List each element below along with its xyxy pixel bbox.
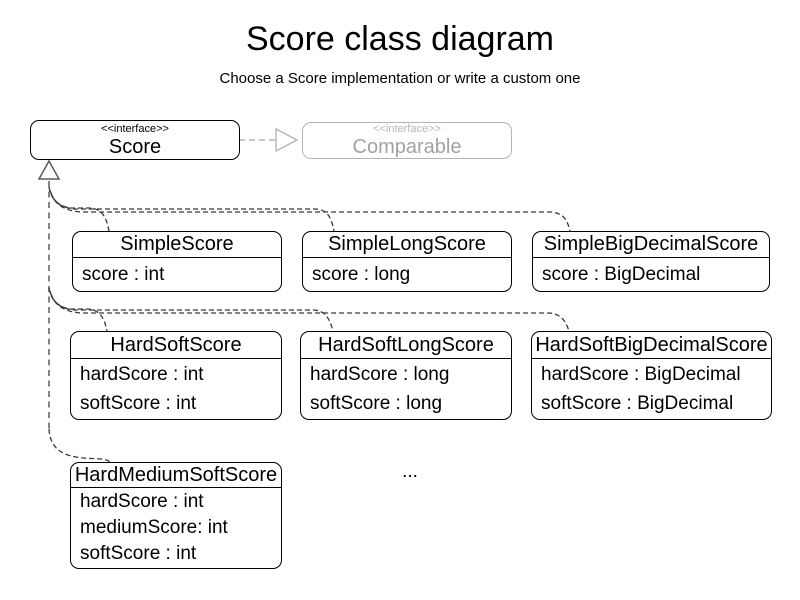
class-box-simplebigdecimalscore: SimpleBigDecimalScore score : BigDecimal	[532, 231, 770, 292]
more-implementations-ellipsis: ...	[402, 461, 418, 482]
class-attributes: hardScore : int mediumScore: int softSco…	[71, 488, 281, 567]
class-title: SimpleScore	[73, 232, 281, 258]
class-attribute: hardScore : long	[310, 364, 450, 385]
class-title: HardMediumSoftScore	[71, 463, 281, 488]
class-attribute: softScore : int	[80, 543, 197, 564]
class-attribute: hardScore : BigDecimal	[541, 364, 741, 385]
class-box-simplescore: SimpleScore score : int	[72, 231, 282, 292]
class-title: HardSoftLongScore	[301, 332, 511, 359]
inheritance-arrowhead-icon	[37, 159, 61, 180]
interface-name: Comparable	[352, 136, 462, 158]
class-attribute: hardScore : int	[80, 491, 204, 512]
class-attributes: score : int	[73, 258, 281, 290]
class-attributes: hardScore : long softScore : long	[301, 359, 511, 418]
stereotype-label: <<interface>>	[101, 122, 169, 135]
class-attributes: score : BigDecimal	[533, 258, 769, 290]
class-title: HardSoftBigDecimalScore	[532, 332, 771, 359]
class-box-simplelongscore: SimpleLongScore score : long	[302, 231, 512, 292]
class-attributes: hardScore : BigDecimal softScore : BigDe…	[532, 359, 771, 418]
class-attribute: score : long	[312, 264, 411, 285]
interface-box-score: <<interface>> Score	[30, 120, 240, 160]
page-title: Score class diagram	[245, 20, 554, 58]
class-attribute: score : int	[82, 264, 165, 285]
inheritance-edge-hardmediumsoftscore	[48, 428, 111, 463]
inheritance-edge-hardsoftlongscore	[49, 290, 334, 332]
class-attribute: score : BigDecimal	[542, 264, 701, 285]
class-attribute: softScore : int	[80, 393, 197, 414]
stereotype-label: <<interface>>	[373, 123, 441, 135]
class-title: SimpleLongScore	[303, 232, 511, 258]
class-box-hardmediumsoftscore: HardMediumSoftScore hardScore : int medi…	[70, 462, 282, 569]
class-box-hardsoftbigdecimalscore: HardSoftBigDecimalScore hardScore : BigD…	[531, 331, 772, 420]
interface-name: Score	[108, 135, 162, 158]
interface-box-comparable: <<interface>> Comparable	[302, 122, 512, 159]
class-attributes: hardScore : int softScore : int	[71, 359, 281, 418]
class-title: SimpleBigDecimalScore	[533, 232, 769, 258]
class-box-hardsoftscore: HardSoftScore hardScore : int softScore …	[70, 331, 282, 420]
inheritance-edge-hardsoftbigdecimalscore	[50, 293, 570, 332]
class-attributes: score : long	[303, 258, 511, 290]
class-attribute: hardScore : int	[80, 364, 204, 385]
inheritance-edge-simplelongscore	[49, 189, 335, 232]
class-attribute: mediumScore: int	[80, 517, 228, 538]
realization-arrowhead-icon	[275, 127, 299, 153]
inheritance-edge-simplebigdecimalscore	[50, 192, 571, 232]
class-title: HardSoftScore	[71, 332, 281, 359]
class-attribute: softScore : long	[310, 393, 443, 414]
page-subtitle: Choose a Score implementation or write a…	[219, 70, 581, 87]
class-attribute: softScore : BigDecimal	[541, 393, 734, 414]
class-box-hardsoftlongscore: HardSoftLongScore hardScore : long softS…	[300, 331, 512, 420]
